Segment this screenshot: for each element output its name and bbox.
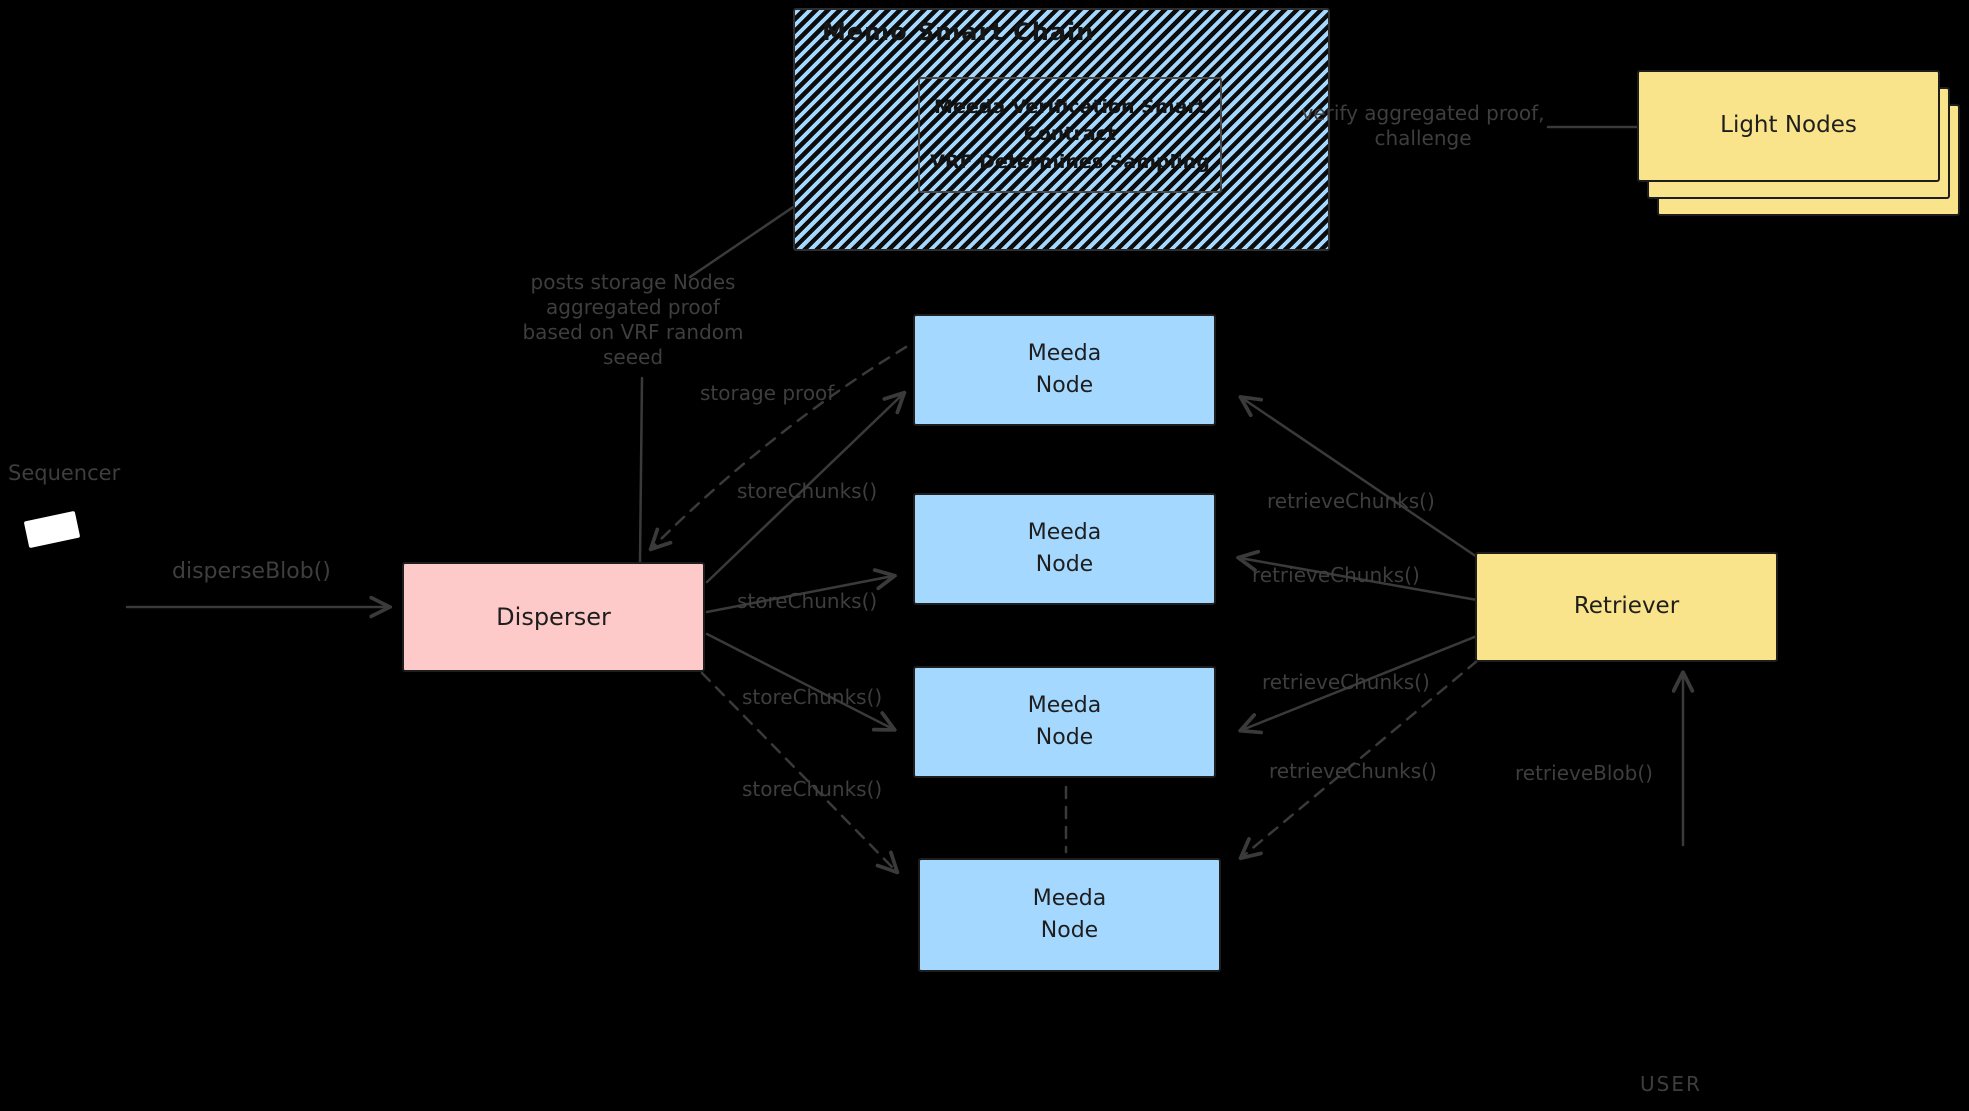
retrieve-blob-label: retrieveBlob() bbox=[1515, 761, 1653, 785]
sequencer-label: Sequencer bbox=[8, 461, 121, 485]
edge-retrieve-chunks-1 bbox=[1242, 398, 1479, 559]
user-label: USER bbox=[1640, 1072, 1702, 1096]
store-chunks-label-1: storeChunks() bbox=[737, 479, 878, 503]
edge-store-chunks-3 bbox=[705, 632, 893, 729]
store-chunks-label-2: storeChunks() bbox=[737, 589, 878, 613]
light-nodes-box: Light Nodes bbox=[1637, 70, 1940, 182]
verification-contract-label: Meeda Verification Smart Contract VRF De… bbox=[930, 95, 1210, 173]
verification-contract-box: Meeda Verification Smart Contract VRF De… bbox=[918, 77, 1222, 193]
sequencer-icon bbox=[23, 510, 81, 549]
retrieve-chunks-label-2: retrieveChunks() bbox=[1252, 563, 1420, 587]
store-chunks-label-4: storeChunks() bbox=[742, 777, 883, 801]
retrieve-chunks-label-3: retrieveChunks() bbox=[1262, 670, 1430, 694]
memo-smart-chain-title: Memo Smart Chain bbox=[822, 18, 1095, 46]
storage-proof-label: storage proof bbox=[700, 381, 835, 405]
retriever-label: Retriever bbox=[1573, 593, 1680, 620]
retrieve-chunks-label-1: retrieveChunks() bbox=[1267, 489, 1435, 513]
edge-storage-proof bbox=[652, 345, 908, 548]
disperser-label: Disperser bbox=[496, 602, 611, 631]
edge-posts-proof-lower bbox=[638, 376, 644, 564]
store-chunks-label-3: storeChunks() bbox=[742, 685, 883, 709]
meeda-node-label: Meeda Node bbox=[1032, 886, 1107, 943]
meeda-node-2: Meeda Node bbox=[913, 493, 1216, 605]
meeda-node-label: Meeda Node bbox=[1027, 341, 1102, 398]
meeda-node-4: Meeda Node bbox=[918, 858, 1221, 972]
meeda-node-1: Meeda Node bbox=[913, 314, 1216, 426]
verify-proof-label: verify aggregated proof, challenge bbox=[1301, 101, 1545, 150]
light-nodes-label: Light Nodes bbox=[1720, 112, 1857, 139]
meeda-node-label: Meeda Node bbox=[1027, 520, 1102, 577]
meeda-node-3: Meeda Node bbox=[913, 666, 1216, 778]
posts-proof-label: posts storage Nodes aggregated proof bas… bbox=[522, 270, 744, 369]
disperse-blob-label: disperseBlob() bbox=[172, 559, 331, 584]
meeda-node-label: Meeda Node bbox=[1027, 693, 1102, 750]
retriever-box: Retriever bbox=[1475, 552, 1778, 662]
disperser-box: Disperser bbox=[402, 562, 705, 672]
retrieve-chunks-label-4: retrieveChunks() bbox=[1269, 759, 1437, 783]
